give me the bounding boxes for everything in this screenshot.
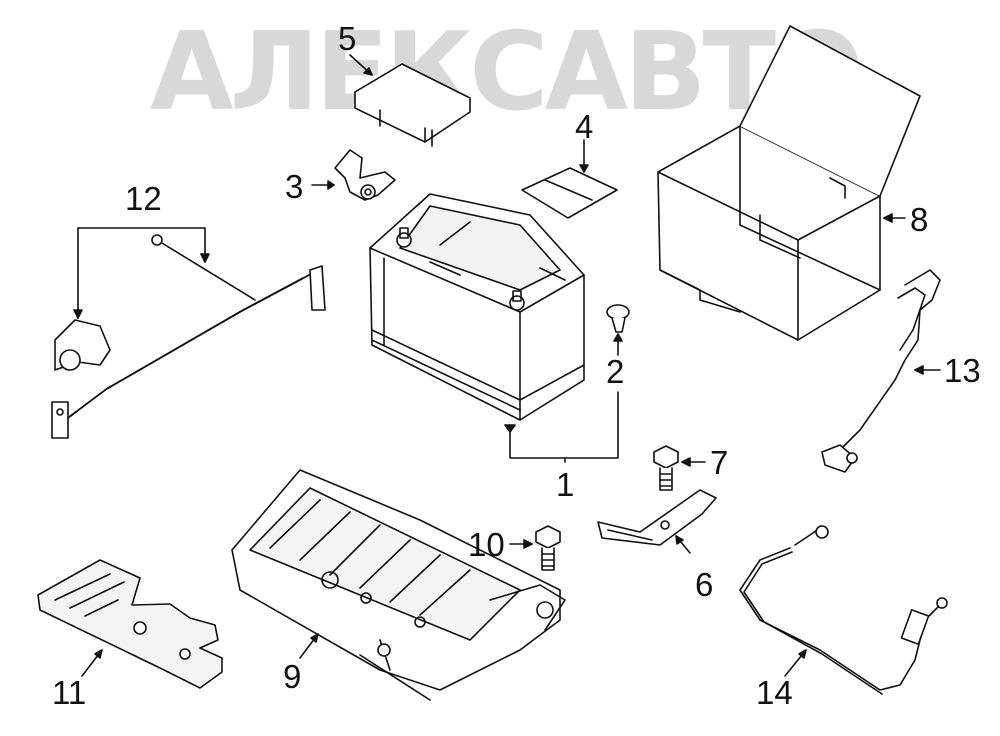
callout-2: 2 (606, 353, 625, 390)
callout-14: 14 (756, 674, 793, 711)
callout-4: 4 (575, 108, 594, 145)
callout-9: 9 (283, 658, 302, 695)
callout-3: 3 (285, 168, 304, 205)
callout-8: 8 (910, 201, 929, 238)
battery-tray-icon (231, 469, 566, 701)
battery-box-icon (657, 25, 921, 341)
terminal-cover-icon (349, 54, 471, 147)
watermark-logo: АЛЕКСАВТО (150, 10, 864, 135)
callout-12: 12 (125, 180, 162, 217)
battery-icon (369, 193, 585, 421)
bolt-icon-10 (509, 525, 561, 571)
callout-5: 5 (338, 20, 357, 57)
label-sheet-icon (521, 139, 618, 219)
callout-10: 10 (468, 526, 505, 563)
bolt-icon-7 (653, 445, 706, 491)
leader-1 (504, 391, 619, 463)
callout-7: 7 (710, 444, 729, 481)
terminal-clamp-icon (311, 149, 396, 201)
sensor-cable-icon (51, 227, 326, 439)
callout-11: 11 (52, 674, 87, 711)
ground-strap-icon (821, 269, 941, 473)
push-clip-icon (606, 304, 630, 356)
hold-down-bracket-icon (597, 489, 717, 554)
callout-1: 1 (556, 466, 575, 503)
callout-6: 6 (695, 566, 714, 603)
positive-cable-icon (739, 525, 948, 695)
heat-shield-icon (37, 559, 223, 689)
callout-13: 13 (944, 352, 981, 389)
